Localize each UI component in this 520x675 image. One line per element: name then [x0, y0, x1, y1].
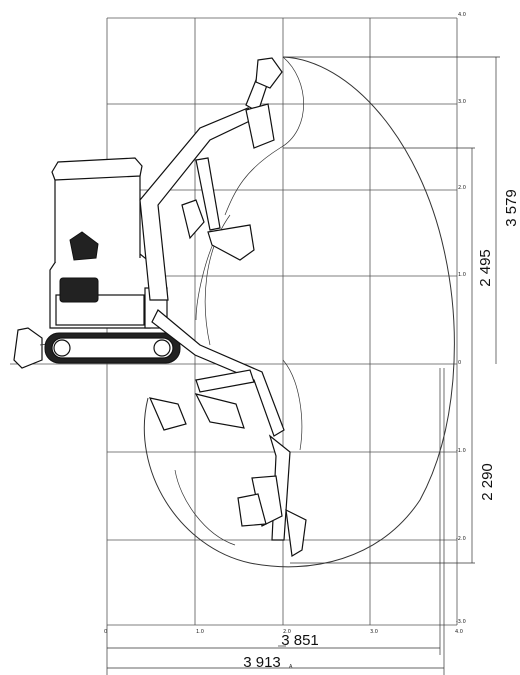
bucket-lowered-right	[194, 393, 245, 429]
counterweight-panel	[59, 277, 99, 303]
y-tick-label-m2: -2.0	[456, 536, 466, 542]
boom-lowered	[151, 309, 285, 437]
bucket-mid-tip	[181, 199, 205, 240]
x-tick-label-1: 1.0	[196, 629, 204, 635]
x-tick-label-0: 0	[104, 629, 107, 635]
dim-max-reach-suffix: A	[289, 664, 293, 670]
y-tick-label-4: 4.0	[458, 12, 466, 18]
dimension-lines	[106, 56, 500, 675]
y-tick-label-2: 2.0	[458, 185, 466, 191]
x-tick-label-3: 3.0	[370, 629, 378, 635]
y-tick-label-0: 0	[458, 360, 461, 366]
operator-seat	[69, 231, 99, 261]
excavator	[13, 157, 181, 369]
grid	[10, 17, 458, 626]
boom-positions	[139, 57, 307, 557]
bucket-deep-low	[237, 493, 267, 527]
arm-lowered	[195, 369, 255, 393]
canopy-roof	[51, 157, 143, 181]
dim-max-digging-depth: 2 290	[479, 463, 496, 501]
idler-wheel	[53, 339, 71, 357]
dozer-blade	[13, 327, 43, 369]
y-tick-labels: 4.0 3.0 2.0 1.0 0 -1.0 -2.0 -3.0	[456, 12, 466, 625]
sprocket-wheel	[153, 339, 171, 357]
bucket-tip-arc-ground	[174, 359, 303, 546]
dim-max-cutting-height: 3 579	[503, 189, 520, 227]
x-tick-labels: 0 1.0 2.0 3.0 4.0	[104, 629, 463, 635]
bucket-lowered-left	[148, 397, 187, 431]
y-tick-label-3: 3.0	[458, 99, 466, 105]
working-range-envelope	[143, 56, 455, 568]
bucket-raised-side	[245, 103, 275, 149]
y-tick-label-1: 1.0	[458, 272, 466, 278]
dim-max-reach-ground: 3 851	[281, 632, 319, 649]
bucket-mid	[207, 224, 255, 261]
dim-max-reach: 3 913	[243, 654, 281, 671]
track-inner	[51, 337, 174, 359]
bucket-deep-tip	[285, 508, 307, 557]
y-tick-label-m3: -3.0	[456, 619, 466, 625]
arm-mid	[195, 157, 221, 231]
bucket-tip-arc-upper	[224, 56, 304, 216]
dim-max-dump-height: 2 495	[477, 249, 494, 287]
x-tick-label-2: 2.0	[283, 629, 291, 635]
x-tick-label-4: 4.0	[455, 629, 463, 635]
y-tick-label-m1: -1.0	[456, 448, 466, 454]
bucket-raised-top	[255, 57, 283, 89]
